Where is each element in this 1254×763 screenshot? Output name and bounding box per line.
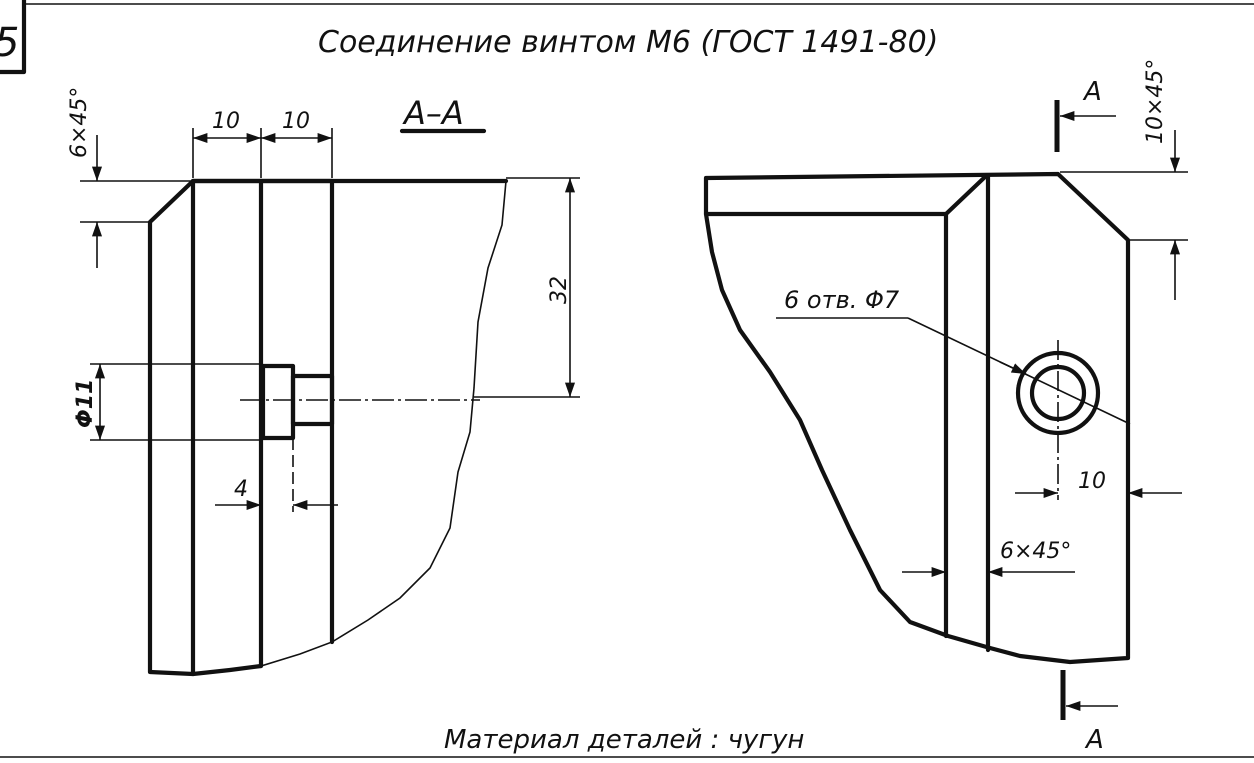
left-part-outline (147, 178, 335, 677)
hatched-part-body (331, 180, 507, 644)
section-mark-top-label: A (1082, 77, 1102, 107)
main-view: 6 отв. Φ7 10×45° 10 6×45° A A (703, 59, 1188, 755)
section-view: A–A 6×45° 10 10 32 (67, 87, 580, 677)
hole-callout: 6 отв. Φ7 (784, 286, 900, 314)
sheet-number: 5 (0, 20, 19, 66)
sheet-title: Соединение винтом М6 (ГОСТ 1491-80) (318, 25, 938, 60)
dim-edge-distance: 10 (1078, 469, 1106, 494)
top-chamfer-left (943, 173, 989, 217)
material-note: Материал деталей : чугун (444, 725, 804, 755)
leader-arrow (999, 361, 1027, 375)
dim-chamfer-bottom: 6×45° (1000, 539, 1071, 564)
screw-head-cavity (260, 363, 296, 441)
material-note-block: Материал деталей : чугун (0, 725, 1254, 758)
section-mark-bottom-label: A (1084, 725, 1104, 755)
section-label: A–A (402, 94, 464, 132)
title-block: 5 Соединение винтом М6 (ГОСТ 1491-80) (0, 0, 1254, 75)
dim-chamfer-top: 10×45° (1143, 59, 1168, 144)
dim-offset: 4 (234, 477, 248, 502)
sheet-number-box (0, 0, 27, 75)
part-outline (703, 171, 1131, 665)
dim-width-1: 10 (212, 109, 240, 134)
dim-diameter: Φ11 (73, 379, 98, 428)
dim-chamfer-left: 6×45° (67, 87, 92, 158)
dim-depth: 32 (547, 276, 572, 304)
dim-width-2: 10 (282, 109, 310, 134)
